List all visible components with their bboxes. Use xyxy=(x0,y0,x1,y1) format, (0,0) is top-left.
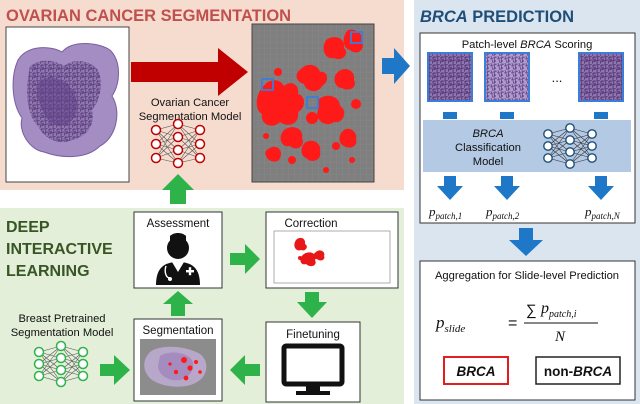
breast-model-label-line1: Breast Pretrained xyxy=(18,313,105,325)
patch-thumbnails xyxy=(427,52,624,102)
svg-text:=: = xyxy=(508,315,517,332)
correction-label: Correction xyxy=(284,218,337,230)
arrow-segmentation-to-assessment xyxy=(163,291,193,316)
interactive-title-line1: DEEP xyxy=(6,219,50,236)
arrow-finetuning-to-segmentation xyxy=(230,355,260,385)
segmentation-panel: OVARIAN CANCER SEGMENTATION Ovarian Canc… xyxy=(0,0,404,190)
probability-arrows xyxy=(437,176,614,200)
segmentation-panel-title: OVARIAN CANCER SEGMENTATION xyxy=(6,7,291,25)
to-brca-blue-arrow xyxy=(382,48,410,84)
interactive-title-line3: LEARNING xyxy=(6,263,90,280)
classification-label-line3: Model xyxy=(473,156,503,168)
segmentation-mask-image xyxy=(251,23,375,183)
finetuning-label: Finetuning xyxy=(286,329,340,341)
wsi-thumbnail xyxy=(5,26,130,183)
interactive-title-line2: INTERACTIVE xyxy=(6,241,113,258)
classification-neural-network-icon xyxy=(543,123,597,169)
brca-panel: BRCA PREDICTION Patch-level BRCA Scoring… xyxy=(414,0,640,404)
breast-neural-network-icon xyxy=(33,340,89,388)
brca-outcome-label: BRCA xyxy=(457,364,496,379)
classification-label-line2: Classification xyxy=(455,142,521,154)
interactive-panel: DEEP INTERACTIVE LEARNING Assessment Cor… xyxy=(0,174,404,404)
patch-connectors xyxy=(443,112,608,119)
aggregation-formula: pslide = ∑ ppatch,i N xyxy=(435,300,598,345)
doctor-icon xyxy=(156,233,200,285)
non-brca-outcome-box xyxy=(535,356,621,385)
segmentation-label: Segmentation xyxy=(143,325,214,337)
to-aggregation-arrow xyxy=(509,228,543,256)
segmentation-model-label-line2: Segmentation Model xyxy=(139,111,242,123)
segmentation-red-arrow xyxy=(131,48,248,96)
svg-text:∑: ∑ xyxy=(526,302,537,319)
svg-text:ppatch,i: ppatch,i xyxy=(540,300,577,320)
p-patch-1: ppatch,1 xyxy=(428,204,462,221)
p-patch-2: ppatch,2 xyxy=(485,204,520,221)
segmentation-model-label-line1: Ovarian Cancer xyxy=(151,97,230,109)
p-patch-n: ppatch,N xyxy=(584,204,621,221)
brca-panel-title: BRCA PREDICTION xyxy=(420,8,574,26)
arrow-assessment-to-correction xyxy=(230,244,260,274)
breast-model-label-line2: Segmentation Model xyxy=(11,327,114,339)
classification-label-line1: BRCA xyxy=(472,128,503,140)
segmentation-overlay-image xyxy=(140,339,216,395)
monitor-icon xyxy=(281,343,345,395)
patch-scoring-title: Patch-level BRCA Scoring xyxy=(462,39,593,51)
up-arrow-to-segmentation xyxy=(162,174,194,204)
svg-text:pslide: pslide xyxy=(435,313,465,335)
non-brca-outcome-label: non-BRCA xyxy=(544,364,612,379)
svg-text:N: N xyxy=(554,329,566,345)
segmentation-neural-network-icon xyxy=(150,118,206,169)
correction-image xyxy=(273,230,391,284)
arrow-breast-to-segmentation xyxy=(100,355,130,385)
brca-outcome-box xyxy=(443,356,509,385)
patch-ellipsis: ... xyxy=(552,70,563,85)
aggregation-title: Aggregation for Slide-level Prediction xyxy=(435,270,619,282)
assessment-label: Assessment xyxy=(147,218,210,230)
arrow-correction-to-finetuning xyxy=(297,292,327,318)
